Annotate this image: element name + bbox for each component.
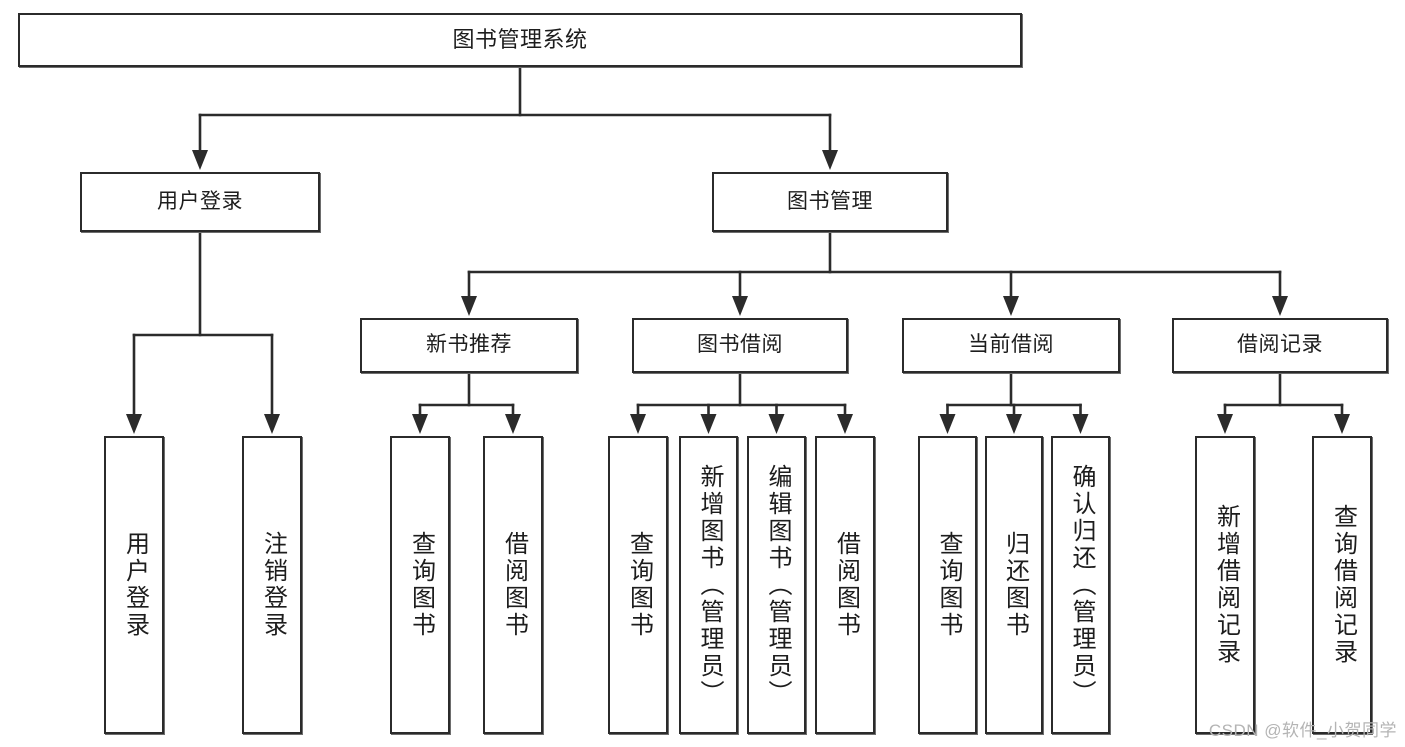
node-label: 当前借阅	[968, 333, 1054, 357]
node-label: 查询借阅记录	[1329, 504, 1357, 666]
node-bk-add[interactable]: 新增图书（管理员）	[679, 436, 738, 734]
node-nb-query[interactable]: 查询图书	[390, 436, 450, 734]
node-bk-borrow[interactable]: 借阅图书	[815, 436, 875, 734]
node-label: 新增图书（管理员）	[695, 463, 723, 707]
node-current[interactable]: 当前借阅	[902, 318, 1120, 373]
node-label: 查询图书	[407, 531, 435, 639]
node-label: 新书推荐	[426, 333, 512, 357]
node-records[interactable]: 借阅记录	[1172, 318, 1388, 373]
node-borrow[interactable]: 图书借阅	[632, 318, 848, 373]
node-cur-query[interactable]: 查询图书	[918, 436, 977, 734]
node-rec-add[interactable]: 新增借阅记录	[1195, 436, 1255, 734]
node-label: 确认归还（管理员）	[1067, 463, 1095, 707]
node-label: 归还图书	[1001, 531, 1029, 639]
node-label: 查询图书	[934, 531, 962, 639]
node-label: 图书借阅	[697, 333, 783, 357]
node-label: 图书管理	[787, 189, 873, 213]
node-nb-borrow[interactable]: 借阅图书	[483, 436, 543, 734]
node-label: 用户登录	[121, 531, 149, 639]
node-logout[interactable]: 注销登录	[242, 436, 302, 734]
node-bk-edit[interactable]: 编辑图书（管理员）	[747, 436, 806, 734]
node-bookmgmt[interactable]: 图书管理	[712, 172, 948, 232]
node-bk-query[interactable]: 查询图书	[608, 436, 668, 734]
node-label: 图书管理系统	[452, 27, 588, 53]
node-newbooks[interactable]: 新书推荐	[360, 318, 578, 373]
node-login[interactable]: 用户登录	[80, 172, 320, 232]
node-root[interactable]: 图书管理系统	[18, 13, 1022, 67]
node-label: 新增借阅记录	[1212, 504, 1240, 666]
node-label: 借阅记录	[1237, 333, 1323, 357]
node-label: 用户登录	[157, 189, 243, 213]
node-label: 查询图书	[625, 531, 653, 639]
node-rec-query[interactable]: 查询借阅记录	[1312, 436, 1372, 734]
node-label: 编辑图书（管理员）	[763, 463, 791, 707]
node-cur-return[interactable]: 归还图书	[985, 436, 1043, 734]
node-userlogin[interactable]: 用户登录	[104, 436, 164, 734]
csdn-watermark: CSDN @软件_小贺同学	[1208, 721, 1397, 740]
node-label: 借阅图书	[500, 531, 528, 639]
node-cur-confirm[interactable]: 确认归还（管理员）	[1051, 436, 1110, 734]
node-label: 借阅图书	[832, 531, 860, 639]
node-label: 注销登录	[259, 531, 287, 639]
